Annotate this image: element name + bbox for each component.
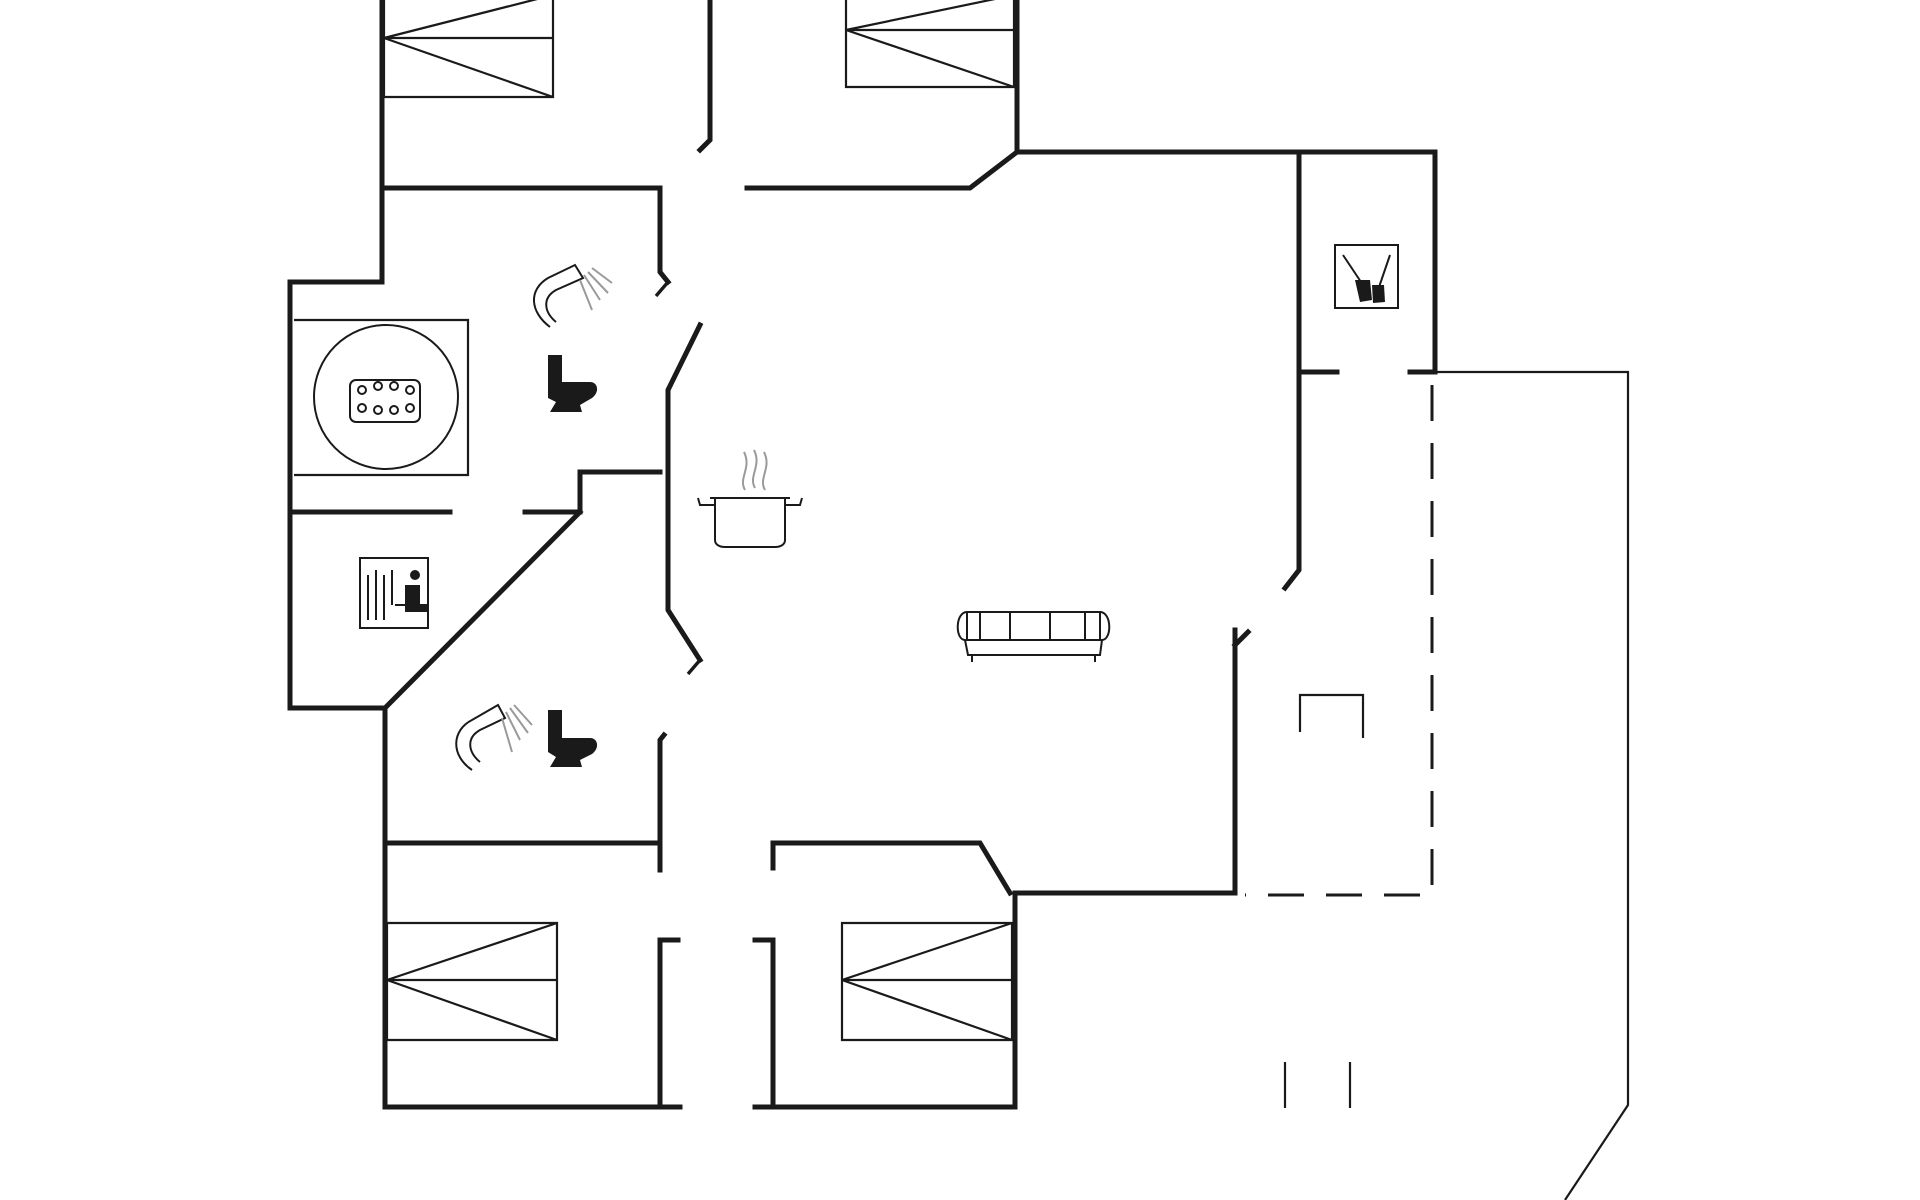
sauna-icon <box>359 557 429 629</box>
sofa-icon <box>956 611 1111 662</box>
outer-walls <box>287 0 1438 1110</box>
pot-icon <box>697 449 803 548</box>
whirlpool-icon <box>313 324 459 470</box>
toilet-icon <box>548 710 598 767</box>
bed-icon <box>385 921 559 1042</box>
bed-icon <box>844 0 1016 89</box>
bed-icon <box>382 0 555 99</box>
interior-walls <box>291 0 1014 1110</box>
toilet-icon <box>548 355 598 412</box>
shower-icon <box>455 703 533 771</box>
terrace-outline <box>1245 370 1630 1200</box>
shower-icon <box>533 263 613 328</box>
utility-icon <box>1334 244 1399 309</box>
bed-icon <box>840 921 1014 1042</box>
